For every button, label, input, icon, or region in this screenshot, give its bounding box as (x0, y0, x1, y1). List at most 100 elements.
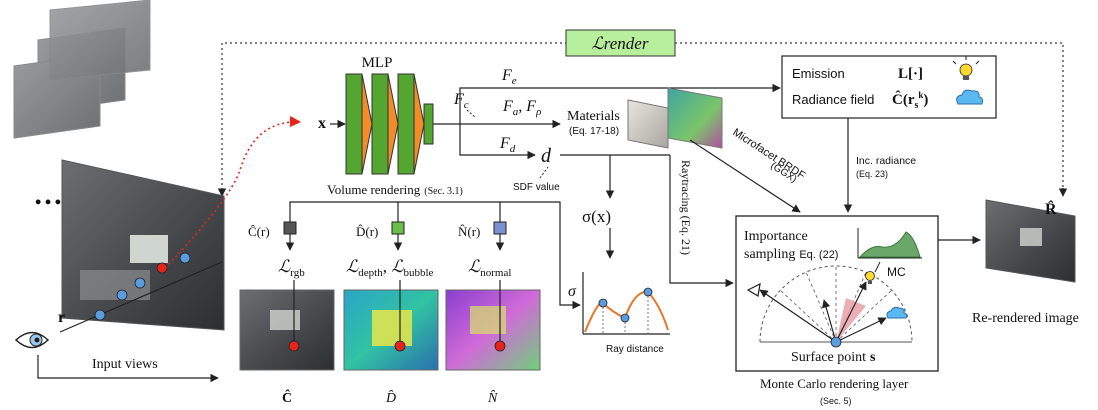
curve-sample-3 (643, 287, 653, 297)
view-direction-arrow (759, 289, 837, 343)
cloud-icon (956, 89, 984, 105)
curve-sample-1 (598, 298, 608, 308)
hemisphere-spoke-2 (779, 289, 837, 343)
raytracing-arrow (669, 155, 734, 288)
mlp-input-x: x (318, 115, 326, 132)
emission-symbol: L[·] (898, 66, 923, 82)
mlp-layer-1 (345, 73, 363, 175)
ray-label: r (58, 309, 65, 326)
density-curve-block: σ(x) σ Ray distance (568, 207, 670, 355)
mlp-activation-3 (413, 73, 425, 175)
sample-point-2 (116, 289, 128, 301)
output-rgb-symbol: Ĉ(r) (248, 224, 270, 239)
materials-label: Materials (567, 109, 620, 124)
material-roughness-image (667, 87, 723, 149)
volume-rendering-block: Volume rendering(Sec. 3.1) Ĉ(r) ℒrgb D̂(… (248, 182, 581, 310)
sample-direction-2 (822, 299, 837, 343)
normal-probe-dot (494, 340, 506, 352)
sample-direction-1 (835, 281, 867, 343)
fc-label: Fc (453, 91, 469, 111)
emission-label: Emission (792, 66, 845, 81)
mlp-layer-3 (397, 73, 415, 175)
rgb-caption: Ĉ (282, 388, 292, 406)
loss-rgb-label: ℒrgb (278, 257, 305, 279)
sample-direction-3 (835, 317, 887, 343)
sdf-value-label: SDF value (513, 182, 560, 193)
output-normal-symbol: N̂(r) (458, 224, 480, 239)
surface-point-dot (830, 336, 842, 348)
sample-to-input-arrow (164, 115, 302, 269)
rendered-outputs: Ĉ D̂ N̂ (239, 280, 541, 406)
mlp-activation-2 (387, 73, 399, 175)
fd-arrow (459, 124, 536, 160)
input-views-ellipsis: • • • (35, 192, 61, 212)
mlp-activation-1 (361, 73, 373, 175)
mlp-title: MLP (362, 55, 393, 71)
normal-caption: N̂ (487, 390, 498, 406)
output-rgb-swatch (283, 221, 297, 235)
render-loss-box (565, 29, 676, 57)
materials-to-mc-arrow (689, 139, 801, 213)
sigma-axis-label: σ (568, 283, 577, 300)
radiance-symbol: Ĉ(rsk) (892, 90, 928, 111)
brdf-lobe (836, 298, 866, 342)
output-depth-symbol: D̂(r) (356, 224, 378, 239)
sigma-x-label: σ(x) (582, 207, 611, 226)
mlp-output-layer (423, 103, 434, 145)
sdf-pointer (539, 166, 549, 179)
raytracing-path: Raytracing (Eq. 21) (669, 155, 734, 288)
radiance-label: Radiance field (792, 92, 874, 107)
render-loss-dotted-line (221, 42, 1064, 195)
small-cloud-icon (886, 306, 908, 319)
pdf-area (858, 231, 921, 258)
input-views-arrow (37, 355, 219, 383)
fa-frho-label: Fa, Fρ (502, 98, 541, 118)
ray-distance-label: Ray distance (606, 344, 664, 355)
rgb-probe-dot (288, 340, 300, 352)
output-depth-swatch (391, 221, 405, 235)
rerendered-window (1020, 228, 1042, 246)
emission-radiance-box: Emission L[·] Radiance field Ĉ(rsk) Inc.… (781, 55, 997, 213)
sample-point-4 (179, 252, 191, 264)
input-views-caption: Input views (92, 357, 158, 372)
output-normal-swatch (493, 221, 507, 235)
hemisphere-spoke-3 (835, 289, 893, 343)
mc-caption: Monte Carlo rendering layer (760, 376, 909, 391)
camera-ray (59, 261, 223, 333)
sample-point-3 (134, 277, 146, 289)
density-curve (584, 290, 669, 333)
mlp-branches: Fe Fa, Fρ Fd d SDF value (433, 67, 781, 199)
input-view-top (49, 0, 151, 81)
mc-sec: (Sec. 5) (820, 396, 852, 406)
sample-point-highlight (156, 262, 168, 274)
inc-radiance-label: Inc. radiance (856, 155, 916, 167)
volume-rendering-bracket (289, 201, 581, 310)
depth-caption: D̂ (385, 390, 396, 406)
hemisphere-spoke-4 (805, 271, 837, 343)
sdf-d-label: d (541, 145, 552, 167)
fc-pointer (466, 109, 477, 119)
materials-eq: (Eq. 17-18) (569, 126, 619, 137)
camera-icon (746, 282, 761, 297)
mlp-layer-2 (371, 73, 389, 175)
lightbulb-icon (952, 56, 980, 80)
volume-rendering-label: Volume rendering(Sec. 3.1) (327, 182, 463, 197)
fe-label: Fe (501, 67, 517, 87)
rendered-depth-near-region (372, 310, 412, 346)
material-albedo-image (627, 99, 669, 149)
input-views-stack: • • • r Input views (13, 0, 302, 383)
loss-depth-bubble-label: ℒdepth, ℒbubble (346, 257, 434, 279)
fd-label: Fd (499, 135, 516, 155)
depth-probe-dot (394, 340, 406, 352)
sample-point-1 (94, 309, 106, 321)
eye-icon (14, 331, 50, 349)
rendered-rgb-window (270, 310, 300, 330)
emission-box-frame (781, 55, 997, 119)
fe-arrow (433, 83, 781, 125)
rerendered-symbol: R̂ (1045, 200, 1057, 219)
inc-radiance-eq: (Eq. 23) (856, 169, 888, 179)
input-view-window (130, 235, 168, 263)
